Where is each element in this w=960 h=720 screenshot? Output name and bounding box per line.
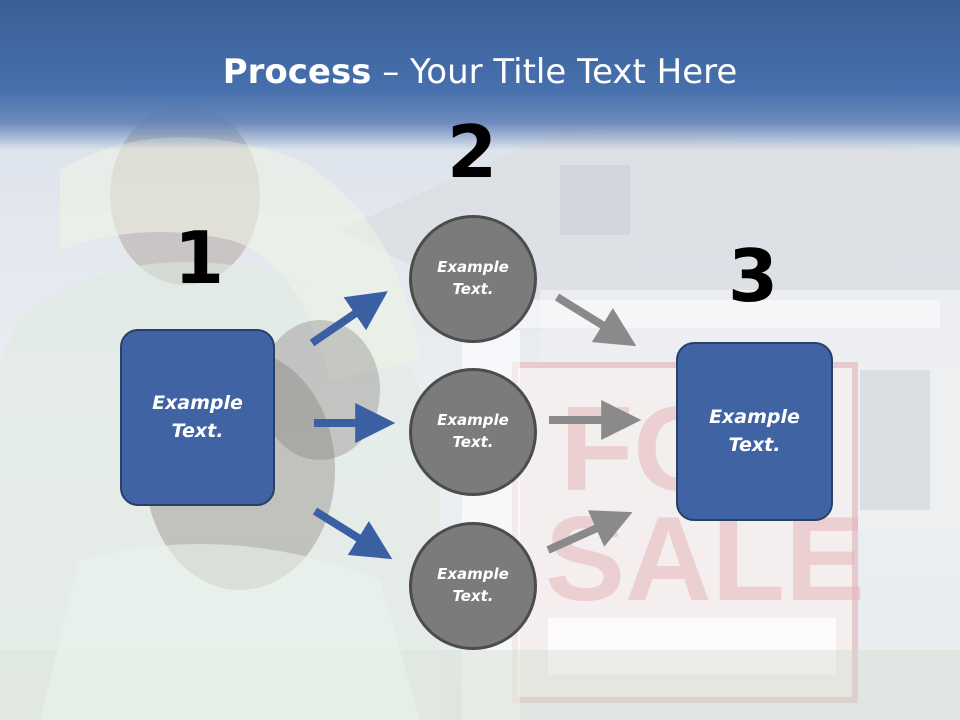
- circle-1-label: Example Text.: [437, 258, 509, 298]
- circle-step-2: Example Text.: [409, 368, 537, 496]
- circle-step-1: Example Text.: [409, 215, 537, 343]
- right-step-label: Example Text.: [709, 405, 800, 456]
- circle-2-label: Example Text.: [437, 411, 509, 451]
- arrow-to-circle-1: [309, 291, 388, 347]
- circle-step-3: Example Text.: [409, 522, 537, 650]
- arrow-to-circle-3: [312, 507, 393, 560]
- circle-3-label: Example Text.: [437, 565, 509, 605]
- right-step-box: Example Text.: [676, 342, 833, 521]
- step-number-1: 1: [173, 216, 225, 300]
- left-step-label: Example Text.: [152, 391, 243, 442]
- slide-title: Process – Your Title Text Here: [0, 52, 960, 92]
- arrow-from-circle-3: [546, 510, 633, 554]
- title-rest: – Your Title Text Here: [371, 52, 738, 92]
- step-number-3: 3: [727, 234, 779, 318]
- header-band: [0, 0, 960, 150]
- left-step-box: Example Text.: [120, 329, 275, 506]
- title-bold: Process: [222, 52, 372, 92]
- step-number-2: 2: [446, 110, 498, 194]
- arrow-from-circle-1: [554, 293, 637, 347]
